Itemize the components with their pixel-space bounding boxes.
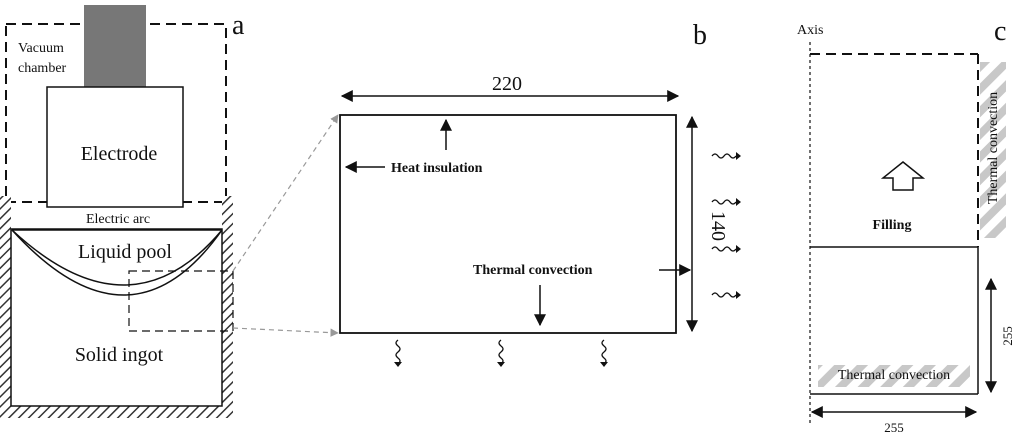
electric-arc-label: Electric arc — [86, 212, 150, 227]
panel-c: c Axis Thermal convection Filling Therma… — [797, 16, 1015, 435]
height-dimension-label: 140 — [707, 211, 729, 241]
electrode-box — [46, 86, 184, 208]
panel-b-letter: b — [693, 20, 707, 51]
vacuum-chamber-label-line1: Vacuum — [18, 41, 64, 56]
liquid-pool-curve-outer — [11, 229, 223, 296]
heat-insulation-label: Heat insulation — [391, 161, 483, 176]
ingot-width-label: 255 — [884, 420, 904, 435]
side-convection-band — [980, 62, 1006, 238]
wavy-arrow-right-3 — [711, 245, 741, 253]
zoom-leader-top — [232, 114, 339, 272]
width-dimension-label: 220 — [492, 73, 522, 95]
crucible-right-wall — [222, 196, 233, 418]
wavy-arrow-right-1 — [711, 152, 741, 160]
panel-c-letter: c — [994, 16, 1006, 47]
vacuum-chamber-label-line2: chamber — [18, 61, 67, 76]
filling-label: Filling — [873, 218, 912, 233]
liquid-pool-curve-inner — [11, 229, 223, 286]
crucible-left-wall — [0, 196, 11, 418]
vacuum-chamber-outline — [5, 23, 227, 203]
ingot-height-label: 255 — [1000, 326, 1015, 346]
panel-b: b 220 140 Heat insulation Thermal convec… — [339, 20, 741, 367]
wavy-arrow-right-2 — [711, 198, 741, 206]
wavy-arrow-down-2 — [497, 339, 505, 367]
solid-ingot-label: Solid ingot — [75, 344, 164, 366]
crucible-bottom-wall — [0, 406, 233, 418]
panel-a-letter: a — [232, 10, 245, 41]
electrode-label: Electrode — [81, 143, 158, 165]
electrode-rod — [84, 5, 146, 87]
zoom-leader-bottom — [232, 327, 339, 337]
axis-label: Axis — [797, 23, 823, 38]
wavy-arrow-down-1 — [394, 339, 402, 367]
zoom-region — [128, 270, 234, 332]
bottom-convection-band — [818, 365, 970, 387]
wavy-arrow-down-3 — [600, 339, 608, 367]
liquid-pool-label: Liquid pool — [78, 241, 172, 263]
bottom-thermal-convection-label: Thermal convection — [838, 368, 950, 383]
domain-box — [339, 114, 677, 334]
panel-a: a Vacuum chamber Electrode Electric arc … — [0, 5, 245, 418]
wavy-arrow-right-4 — [711, 291, 741, 299]
filling-arrow-icon — [880, 161, 926, 191]
thermal-convection-label: Thermal convection — [473, 263, 593, 278]
side-thermal-convection-label: Thermal convection — [986, 92, 1001, 204]
